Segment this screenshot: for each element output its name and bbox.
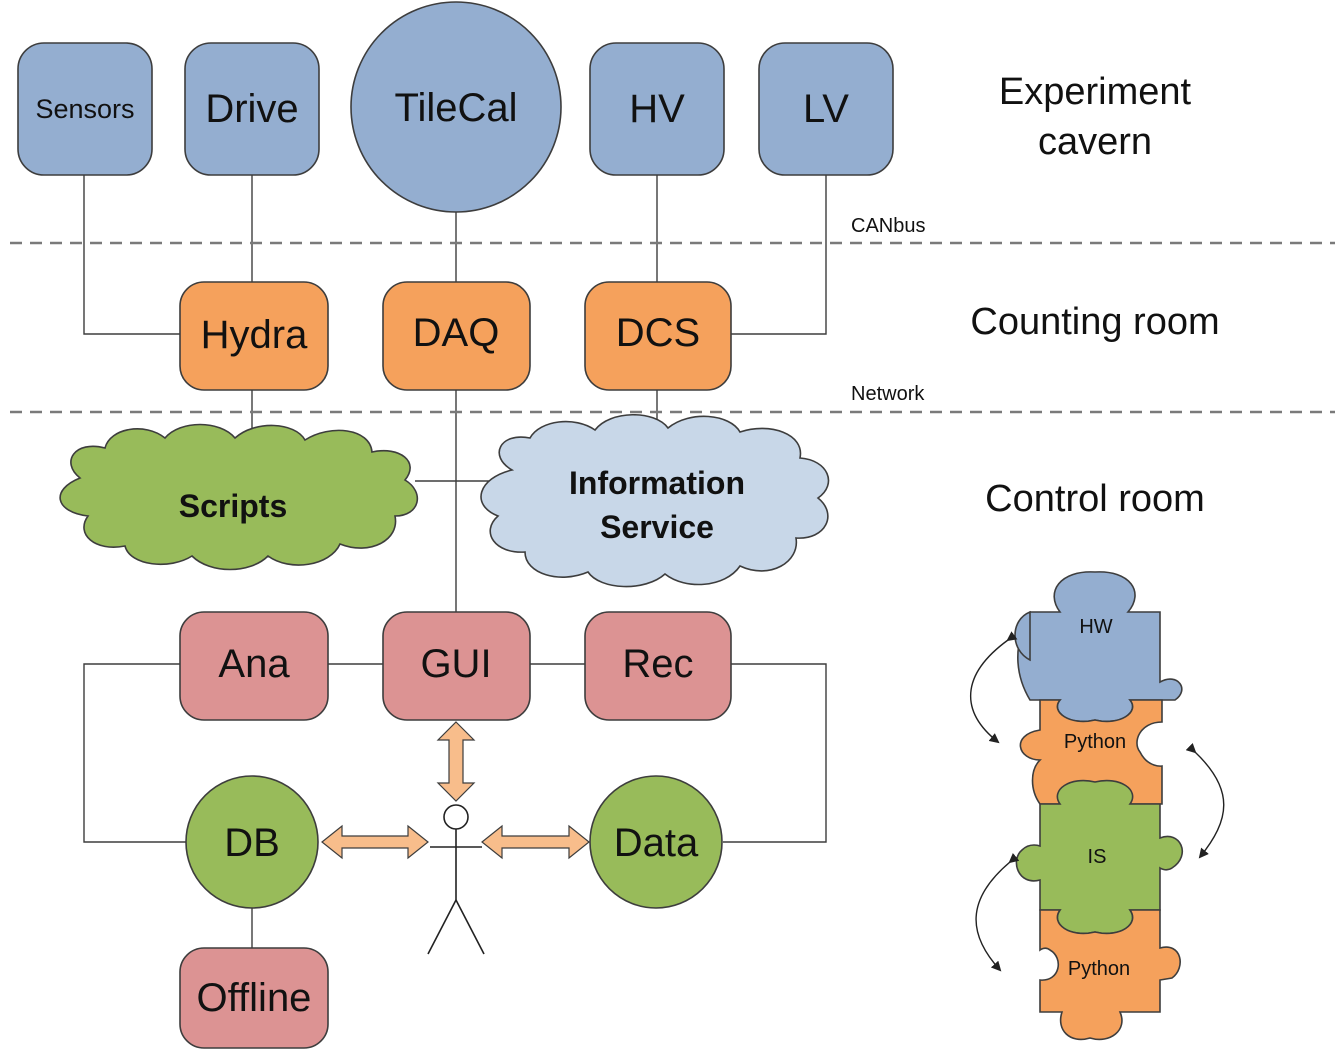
puzzle-python-bottom-label: Python: [1068, 958, 1130, 980]
node-db-label: DB: [224, 821, 280, 865]
node-db: DB: [185, 775, 319, 909]
node-dcs-label: DCS: [616, 311, 700, 355]
canbus-label: CANbus: [851, 215, 925, 237]
node-drive: Drive: [184, 42, 320, 176]
curved-arrow-icon-python-is: [1185, 742, 1225, 859]
puzzle-hw-label: HW: [1079, 616, 1112, 638]
node-lv-label: LV: [803, 87, 849, 131]
node-sensors-label: Sensors: [35, 94, 134, 124]
node-hydra-label: Hydra: [201, 313, 308, 357]
node-data: Data: [589, 775, 723, 909]
double-arrow-icon-vertical: [436, 721, 476, 802]
node-tilecal-label: TileCal: [395, 86, 518, 130]
network-label: Network: [851, 383, 925, 405]
node-dcs: DCS: [584, 281, 732, 391]
cloud-scripts-label: Scripts: [179, 488, 287, 524]
node-drive-label: Drive: [205, 87, 298, 131]
node-daq: DAQ: [382, 281, 531, 391]
zone-experiment-cavern-line2: cavern: [1038, 121, 1152, 163]
node-lv: LV: [758, 42, 894, 176]
puzzle-is-label: IS: [1088, 846, 1107, 868]
node-gui-label: GUI: [420, 642, 491, 686]
node-rec-label: Rec: [622, 642, 693, 686]
node-gui: GUI: [382, 611, 531, 721]
connection-lines: [83, 175, 827, 948]
node-sensors: Sensors: [17, 42, 153, 176]
zone-control-room: Control room: [985, 478, 1205, 520]
double-arrow-icon-left: [321, 824, 429, 860]
node-ana-label: Ana: [218, 642, 290, 686]
node-hv: HV: [589, 42, 725, 176]
puzzle-piece-python-bottom: Python: [1039, 909, 1181, 1041]
node-rec: Rec: [584, 611, 732, 721]
node-offline: Offline: [179, 947, 329, 1049]
user-figure-icon: [427, 804, 485, 955]
curved-arrow-icon-is-python: [975, 853, 1020, 972]
cloud-information-service: Information Service: [480, 413, 830, 588]
node-tilecal: TileCal: [350, 1, 562, 213]
double-arrow-icon-right: [481, 824, 590, 860]
node-hydra: Hydra: [179, 281, 329, 391]
cloud-information-service-line1: Information: [569, 465, 745, 501]
zone-counting-room: Counting room: [970, 301, 1219, 343]
puzzle-python-top-label: Python: [1064, 731, 1126, 753]
node-hv-label: HV: [629, 87, 685, 131]
puzzle-piece-hw: HW: [1014, 571, 1183, 723]
node-daq-label: DAQ: [413, 311, 500, 355]
node-offline-label: Offline: [197, 976, 312, 1020]
curved-arrow-icon-hw-python: [969, 631, 1018, 744]
node-ana: Ana: [179, 611, 329, 721]
cloud-information-service-line2: Service: [600, 509, 714, 545]
cloud-scripts: Scripts: [59, 423, 419, 571]
zone-experiment-cavern-line1: Experiment: [999, 71, 1192, 113]
node-data-label: Data: [614, 821, 699, 865]
